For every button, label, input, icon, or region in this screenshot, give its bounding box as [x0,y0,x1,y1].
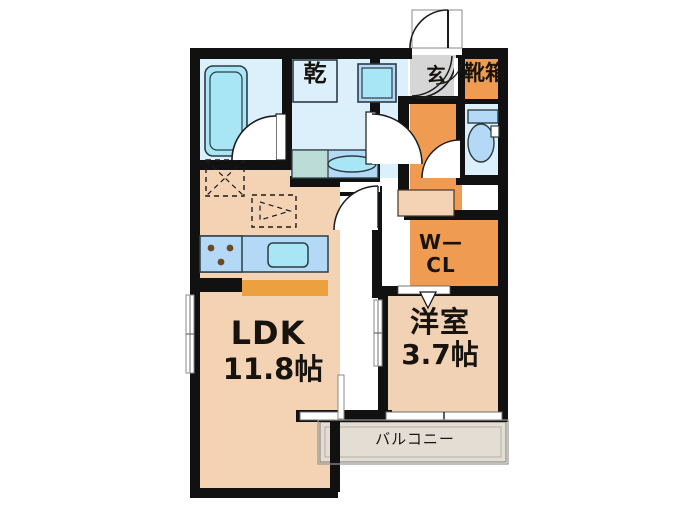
aircon-outlet-square [251,194,297,228]
doors[interactable] [185,9,503,421]
toilet-tank [467,109,499,124]
wall-bedroom-left [378,288,388,418]
bedroom-window-west[interactable] [337,374,345,420]
stove-burner-2 [226,244,234,252]
bedroom-window-east[interactable] [373,299,383,367]
wall-bottom [190,488,338,498]
wall-wcl-top [404,210,506,220]
ldk-ceiling-marks [205,159,297,228]
kitchen-base-wall [196,278,242,292]
wall-entry-left [406,48,412,59]
stove-burner-3 [217,258,225,266]
entrance-door[interactable] [409,9,463,49]
washroom-fixtures [291,59,397,179]
balcony-floor [319,421,507,463]
wall-top-right [462,48,508,59]
bedroom-floor [385,292,504,416]
stove-section [199,235,243,273]
shoebox-floor [464,55,504,101]
ldk-window-west[interactable] [185,294,195,374]
stove-burner-1 [207,244,215,252]
kitchen-sink-basin [267,242,309,268]
wcl-shelf [397,189,455,217]
bath-tub-inner [209,71,243,151]
wall-entry-bottom [398,96,462,104]
wall-top-left [190,48,412,59]
wcl-shelf-box [397,189,455,217]
kitchen-cabinet-front [242,280,328,296]
wall-left-outer [190,48,200,498]
wall-ldk-right-lower [330,410,340,492]
wall-bath-right [282,55,292,167]
balcony-inner-line [324,426,502,458]
bedroom-door[interactable] [397,285,451,310]
washroom-door[interactable] [365,111,423,165]
aircon-outlet-mark [259,201,293,221]
wall-ldk-hall [372,186,382,298]
toilet-fixtures [467,109,500,163]
wall-shoebox-bottom [462,99,506,104]
balcony-frame [317,419,509,465]
washing-machine-pan-inner [361,67,393,99]
vanity-left-block [291,149,329,179]
dryer-box [292,59,338,103]
wall-right-outer [498,48,508,422]
wall-bath-bottom [190,160,298,170]
toilet-bowl [467,123,495,163]
ceiling-vent-square [205,159,245,197]
ldk-balcony-window[interactable] [299,411,339,421]
wall-toilet-bottom [456,175,506,185]
toilet-door[interactable] [421,139,461,179]
wall-entry-right [456,55,465,103]
balcony-window[interactable] [385,411,503,421]
ldk-floor-lower [196,410,336,498]
kitchen-fixtures [196,235,329,296]
ldk-hall-door[interactable] [333,182,380,231]
wcl-floor [410,218,504,290]
wall-washroom-bottom [290,176,378,187]
bath-door[interactable] [231,113,287,161]
wall-toilet-left [456,100,465,180]
toilet-paper-holder [490,125,500,138]
shoebox-door[interactable] [435,57,463,85]
